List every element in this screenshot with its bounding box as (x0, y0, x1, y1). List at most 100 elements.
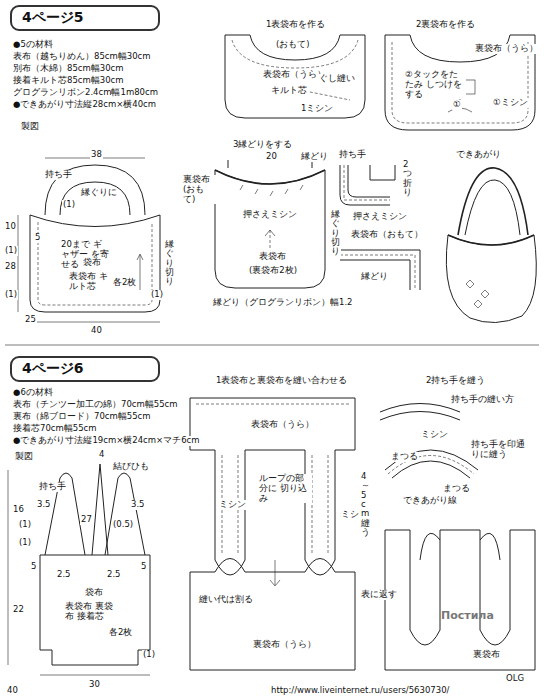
label-text: 表袋布 裏袋布 接着芯 (64, 602, 114, 622)
step3-binding-detail-stroke (340, 255, 415, 290)
label-text: 3縁どりをする (232, 140, 293, 150)
step3-bag-stroke (270, 230, 271, 250)
step1-sewn-panels-stroke (196, 404, 349, 555)
step1-sewn-panels-stroke (275, 560, 276, 585)
step2-handle-sewing-stroke (420, 533, 500, 560)
label-text: 縁ぐり切り (164, 240, 175, 287)
label-text: (1) (18, 538, 32, 548)
label-text: 裏袋布 (472, 650, 501, 660)
finished-bag-5-stroke (458, 168, 528, 235)
step1-outer-bag-stroke (225, 35, 365, 118)
label-text: 2持ち手を縫う (425, 376, 486, 386)
finished-bag-5 (446, 168, 536, 323)
page-art-stroke-stroke (5, 345, 539, 346)
draft-bag-5-stroke (45, 165, 145, 215)
step2-lining-stroke (392, 42, 528, 123)
label-text: 3.5 (36, 500, 52, 510)
draft-bag-5-stroke (30, 215, 160, 312)
draft-bag-6-stroke (8, 555, 9, 665)
label-text: (0.5) (112, 520, 134, 530)
step2-handle-sewing-stroke (385, 450, 478, 478)
label-text: ●できあがり寸法縦19cm×横24cm×マチ6cm (12, 436, 201, 446)
label-text: (1) (150, 290, 164, 300)
label-text: 2つ折り (402, 160, 413, 197)
label-text: 4～5cm縫う (360, 472, 371, 537)
title-band: 4ページ6 (10, 356, 160, 382)
label-text: キルト芯 (270, 86, 308, 96)
label-text: できあがり線 (402, 496, 458, 506)
step2-handle-sewing-stroke (385, 530, 535, 670)
label-text: 1表袋布と裏袋布を縫い合わせる (215, 376, 348, 386)
label-text: 40 (90, 326, 103, 336)
label-text: 2.5 (106, 570, 122, 580)
step1-sewn-panels-stroke (190, 559, 355, 671)
label-text: 4 (98, 450, 105, 460)
step3-binding-detail-stroke (344, 165, 390, 200)
draft-bag-6-stroke (40, 675, 150, 676)
label-text: 持ち手 (44, 170, 73, 180)
label-text: ●6の材料 (12, 388, 54, 398)
label-text: 縁どり（グログランリボン）幅1.2 (212, 298, 354, 308)
step3-binding-detail-stroke (370, 165, 395, 180)
label-text: (1) (18, 520, 32, 530)
step3-bag-stroke (215, 170, 325, 184)
label-text: まつる (390, 452, 419, 462)
label-text: できあがり (455, 150, 502, 160)
label-text: OLG (505, 674, 525, 684)
label-text: 裏袋布 (おもて) (182, 175, 216, 204)
label-text: 縁どり (300, 152, 329, 162)
label-text: グログランリボン2.4cm幅1m80cm (12, 88, 159, 98)
step1-outer-bag-stroke (232, 40, 358, 68)
label-text: まつる (442, 484, 471, 494)
finished-bag-5-stroke (466, 280, 489, 308)
step2-handle-sewing (380, 404, 535, 671)
label-text: 持ち手を印通りに縫う (470, 440, 532, 460)
label-text: 3.5 (130, 500, 146, 510)
step3-binding-detail-stroke (340, 165, 390, 205)
label-text: 袋布 (84, 588, 104, 598)
label-text: 2裏袋布を作る (415, 20, 476, 30)
label-text: ②タックをたたみ しつけをする (404, 70, 466, 99)
label-text: 持ち手の縫い方 (450, 395, 515, 405)
label-text: 22 (12, 605, 25, 615)
title-text: 4ページ5 (22, 9, 83, 25)
draft-bag-5-stroke (140, 255, 141, 290)
label-text: (1) (4, 290, 18, 300)
draft-bag-5-stroke (30, 322, 160, 323)
title-text: 4ページ6 (22, 360, 83, 376)
label-text: (おもて) (275, 40, 311, 50)
label-text: 裏布（綿ブロード）70cm幅55cm (12, 412, 152, 422)
step3-binding-detail-stroke (348, 165, 390, 197)
draft-bag-5-stroke (60, 182, 130, 215)
label-text: 押さえミシン (352, 212, 408, 222)
step1-outer-bag (225, 35, 365, 118)
draft-bag-6-stroke (105, 473, 145, 555)
label-text: 1ミシン (300, 104, 334, 114)
draft-bag-5 (18, 158, 160, 322)
label-text: ① (452, 100, 462, 110)
label-text: 裏袋布（うら） (474, 44, 539, 54)
label-text: 裏袋布（うら） (252, 640, 317, 650)
label-text: 40 (6, 686, 19, 696)
label-text: ミシン (420, 430, 449, 440)
label-text: 各2枚 (112, 278, 137, 288)
label-text: 縁ぐり切り (330, 210, 341, 257)
label-text: ①ミシン (492, 98, 529, 108)
step1-sewn-panels (190, 398, 355, 670)
label-text: 袋布 (82, 258, 102, 268)
label-text: 持ち手 (338, 150, 367, 160)
label-text: 押さえミシン (242, 210, 298, 220)
label-text: ぐし縫い (318, 74, 356, 84)
label-text: 16 (12, 505, 25, 515)
label-text: 20 (265, 152, 278, 162)
label-text: (1) (142, 650, 156, 660)
step1-sewn-panels-stroke (190, 398, 355, 575)
finished-bag-5-stroke (465, 180, 520, 235)
label-text: 27 (80, 515, 93, 525)
label-text: 製図 (14, 452, 34, 462)
label-text: 持ち手 (38, 482, 67, 492)
draft-bag-6-stroke (40, 555, 150, 665)
label-text: ループの部分に 切り込み (258, 474, 312, 503)
label-text: 製図 (20, 122, 40, 132)
label-text: 縁どり (360, 272, 389, 282)
